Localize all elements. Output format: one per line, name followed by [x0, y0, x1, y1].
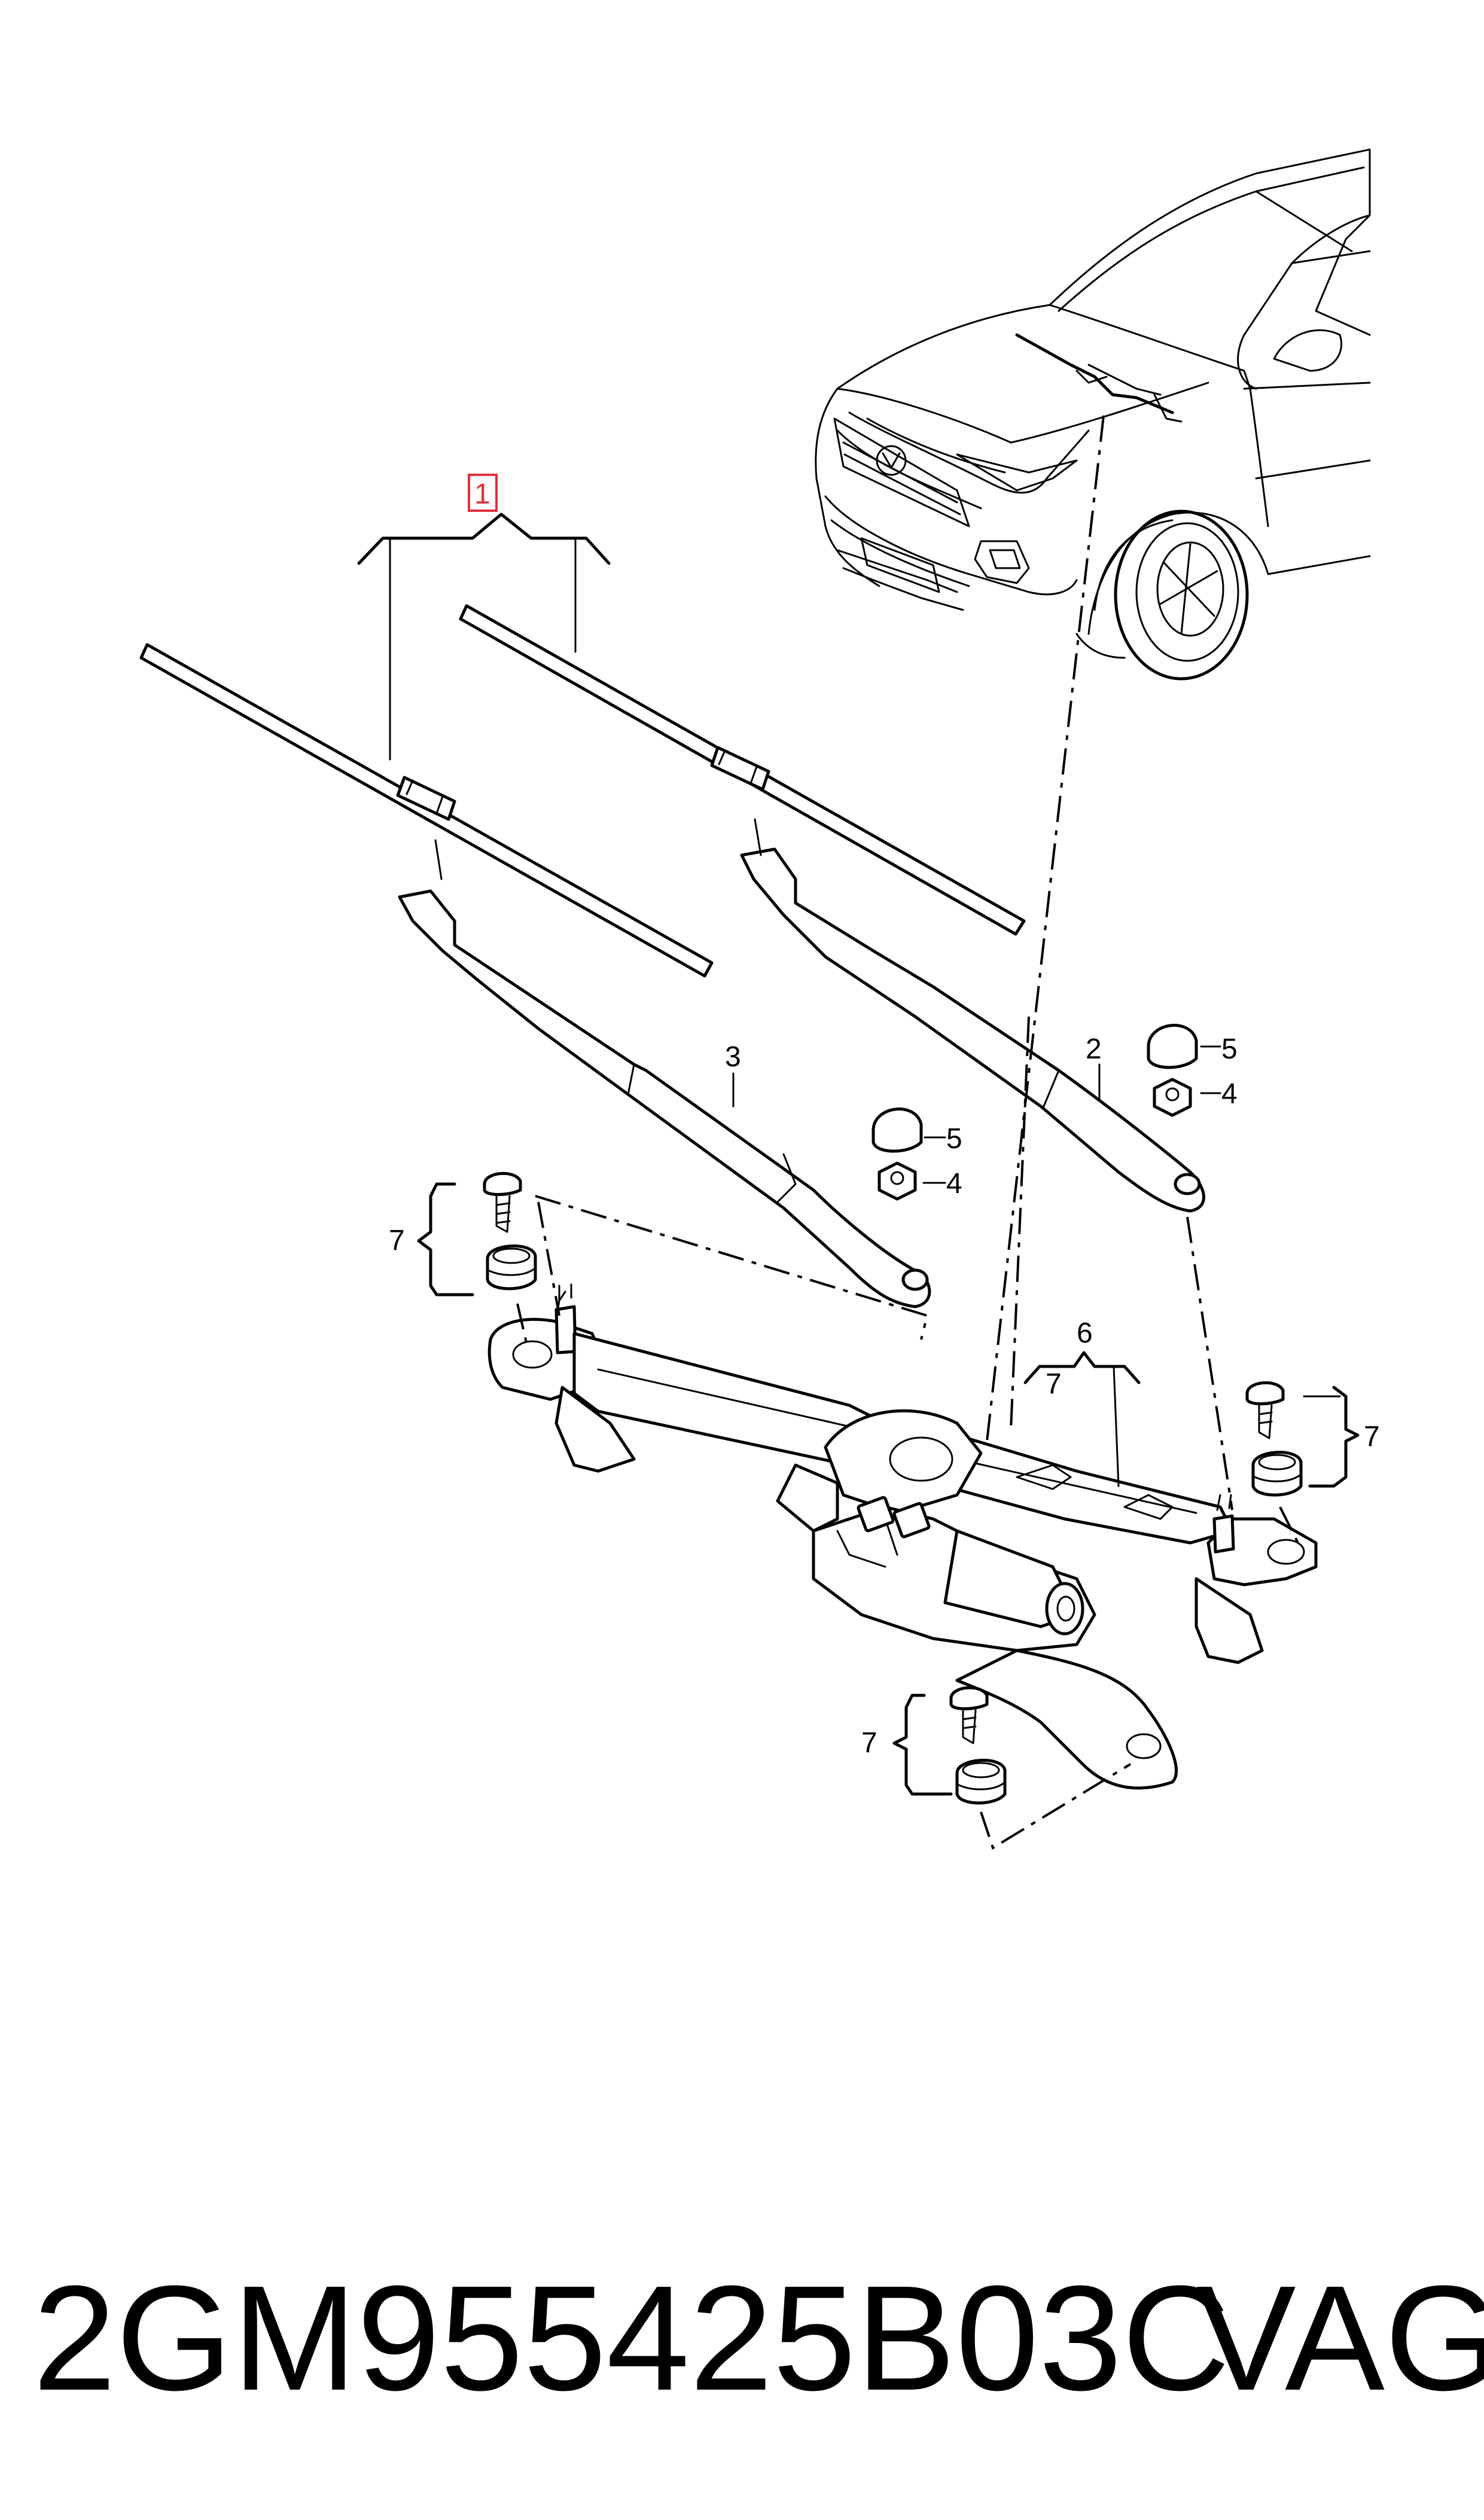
callout-label-7c: 7: [1364, 1421, 1380, 1453]
wiper-arm-right: [740, 847, 1205, 1213]
screw-bottom: [949, 1686, 989, 1744]
callout-label-4a: 4: [1221, 1078, 1238, 1110]
callout-label-2: 2: [1086, 1033, 1102, 1065]
wiper-arm-left: [398, 889, 931, 1308]
callout-label-3: 3: [725, 1041, 741, 1073]
wiper-blade-left: [139, 643, 714, 978]
footer: 2GM955425B03C VAG: [0, 2249, 1484, 2428]
brand-label: VAG: [1196, 2254, 1484, 2421]
wiper-linkage-frame: [487, 1283, 1318, 1790]
grommet-right: [1251, 1451, 1303, 1497]
part-number: 2GM955425B03C: [33, 2254, 1230, 2421]
callout-label-5a: 5: [1221, 1033, 1238, 1065]
callout-label-1: 1: [474, 478, 490, 510]
leader-lines: [357, 415, 1360, 1850]
callout-label-7b: 7: [1046, 1368, 1062, 1400]
car-illustration: [815, 148, 1371, 681]
highlight-box: [468, 474, 498, 512]
wiper-blade-right: [459, 604, 1026, 936]
callout-label-5b: 5: [946, 1123, 962, 1155]
nut-upper: [1153, 1078, 1192, 1117]
callout-1: 1: [468, 474, 498, 512]
screw-left-top: [483, 1171, 522, 1233]
callout-label-6: 6: [1077, 1317, 1093, 1349]
cap-lower: [871, 1108, 923, 1153]
nut-lower: [877, 1161, 917, 1201]
screw-right: [1245, 1381, 1285, 1439]
grommet-left: [486, 1244, 537, 1290]
cap-upper: [1147, 1024, 1198, 1069]
callout-label-7d: 7: [861, 1727, 877, 1759]
grommet-bottom: [955, 1759, 1007, 1805]
callout-label-7a: 7: [389, 1225, 405, 1256]
callout-label-4b: 4: [946, 1168, 962, 1200]
